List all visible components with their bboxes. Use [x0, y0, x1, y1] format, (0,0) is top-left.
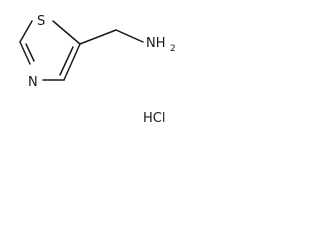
- nitrogen-atom-label: N: [28, 75, 38, 90]
- bond-c4-c5-outer: [63, 43, 81, 81]
- bond-c5-s: [52, 20, 81, 45]
- amine-subscript: 2: [170, 44, 176, 54]
- bond-ch2-n: [115, 29, 144, 43]
- hcl-salt-label: HCl: [143, 111, 165, 126]
- bond-s-c2: [19, 20, 33, 43]
- bond-c5-ch2: [79, 29, 117, 45]
- bond-c4-c5-inner: [59, 46, 74, 76]
- amine-label: NH: [146, 36, 166, 51]
- bond-c2-n3-inner: [25, 43, 35, 62]
- bond-c2-n3-outer: [19, 41, 31, 65]
- sulfur-atom-label: S: [37, 14, 45, 29]
- chemical-structure: S N NH 2 HCl: [19, 14, 176, 126]
